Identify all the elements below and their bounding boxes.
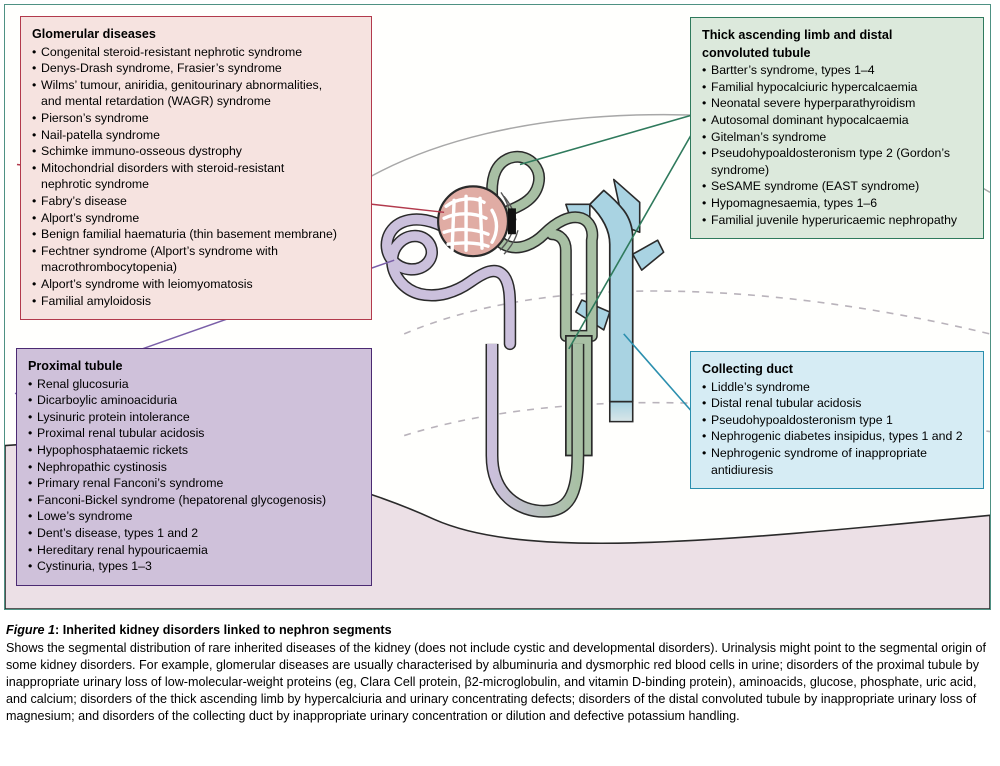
list-item: Hypophosphataemic rickets	[28, 442, 360, 459]
collecting-duct-main	[588, 189, 634, 403]
list-item: Hereditary renal hypouricaemia	[28, 542, 360, 559]
list-item: Pseudohypoaldosteronism type 2 (Gordon’s	[702, 145, 972, 162]
list-item: Proximal renal tubular acidosis	[28, 425, 360, 442]
list-item-continuation: and mental retardation (WAGR) syndrome	[41, 94, 271, 109]
list-item: Liddle’s syndrome	[702, 379, 972, 396]
list-item-continuation: nephrotic syndrome	[41, 177, 149, 192]
list-item: Bartter’s syndrome, types 1–4	[702, 62, 972, 79]
macula-densa-marker	[507, 208, 516, 235]
callout-thick-ascending-limb: Thick ascending limb and distal convolut…	[690, 17, 984, 240]
list-item: Pierson’s syndrome	[32, 110, 360, 127]
list-item: Hypomagnesaemia, types 1–6	[702, 195, 972, 212]
caption-body: Shows the segmental distribution of rare…	[6, 641, 987, 724]
callout-title-thick-line1: Thick ascending limb and distal	[702, 28, 893, 42]
list-item: Familial amyloidosis	[32, 293, 360, 310]
callout-title-collecting: Collecting duct	[702, 362, 793, 376]
list-item-continuation: macrothrombocytopenia)	[41, 260, 178, 275]
callout-collecting-duct: Collecting duct Liddle’s syndrome Distal…	[690, 351, 984, 490]
list-item: Autosomal dominant hypocalcaemia	[702, 112, 972, 129]
list-item-continuation: antidiuresis	[711, 462, 774, 477]
list-item: Denys-Drash syndrome, Frasier’s syndrome	[32, 60, 360, 77]
collecting-connector	[623, 333, 695, 415]
list-item: Nail-patella syndrome	[32, 127, 360, 144]
list-item: Neonatal severe hyperparathyroidism	[702, 95, 972, 112]
loop-of-henle	[485, 343, 585, 518]
list-item: Cystinuria, types 1–3	[28, 558, 360, 575]
figure-caption: Figure 1: Inherited kidney disorders lin…	[6, 622, 991, 726]
callout-list-glomerular: Congenital steroid-resistant nephrotic s…	[32, 44, 360, 310]
list-item: Gitelman’s syndrome	[702, 129, 972, 146]
list-item: Fechtner syndrome (Alport’s syndrome wit…	[32, 243, 360, 260]
list-item: Distal renal tubular acidosis	[702, 395, 972, 412]
caption-title: Inherited kidney disorders linked to nep…	[62, 623, 392, 637]
list-item: Benign familial haematuria (thin basemen…	[32, 226, 360, 243]
loop-of-henle-bend-fill	[487, 343, 583, 517]
list-item: Dicarboylic aminoaciduria	[28, 392, 360, 409]
list-item: Lowe’s syndrome	[28, 508, 360, 525]
callout-list-thick: Bartter’s syndrome, types 1–4 Familial h…	[702, 62, 972, 228]
thick-connector-lower	[568, 130, 695, 350]
thick-connector-upper	[519, 113, 694, 166]
callout-list-proximal: Renal glucosuria Dicarboylic aminoacidur…	[28, 376, 360, 575]
list-item-continuation: syndrome)	[711, 162, 770, 177]
list-item: Nephropathic cystinosis	[28, 459, 360, 476]
list-item: Primary renal Fanconi’s syndrome	[28, 475, 360, 492]
list-item: Nephrogenic diabetes insipidus, types 1 …	[702, 428, 972, 445]
callout-list-collecting: Liddle’s syndrome Distal renal tubular a…	[702, 379, 972, 479]
list-item: Mitochondrial disorders with steroid-res…	[32, 160, 360, 177]
glomerulus	[437, 185, 519, 258]
list-item: Wilms’ tumour, aniridia, genitourinary a…	[32, 77, 360, 94]
caption-colon: :	[55, 623, 63, 637]
callout-title-proximal: Proximal tubule	[28, 359, 123, 373]
list-item: Nephrogenic syndrome of inappropriate	[702, 445, 972, 462]
callout-title-thick-line2: convoluted tubule	[702, 45, 811, 60]
list-item: Fabry’s disease	[32, 193, 360, 210]
list-item: Dent’s disease, types 1 and 2	[28, 525, 360, 542]
glomerulus-capillary-loops	[442, 194, 499, 252]
list-item: Congenital steroid-resistant nephrotic s…	[32, 44, 360, 61]
list-item: Renal glucosuria	[28, 376, 360, 393]
list-item: Schimke immuno-osseous dystrophy	[32, 143, 360, 160]
list-item: Fanconi-Bickel syndrome (hepatorenal gly…	[28, 492, 360, 509]
proximal-tubule-structure	[380, 213, 517, 351]
list-item: SeSAME syndrome (EAST syndrome)	[702, 178, 972, 195]
list-item: Familial hypocalciuric hypercalcaemia	[702, 79, 972, 96]
callout-proximal-tubule: Proximal tubule Renal glucosuria Dicarbo…	[16, 348, 372, 586]
list-item: Pseudohypoaldosteronism type 1	[702, 412, 972, 429]
list-item: Alport’s syndrome with leiomyomatosis	[32, 276, 360, 293]
collecting-duct-terminal	[608, 400, 634, 423]
proximal-tubule-fill	[382, 214, 515, 349]
list-item: Lysinuric protein intolerance	[28, 409, 360, 426]
callout-title-glomerular: Glomerular diseases	[32, 27, 156, 41]
collecting-duct-side-branch-mid	[631, 239, 665, 271]
caption-figure-label: Figure 1	[6, 623, 55, 637]
caption-heading: Figure 1: Inherited kidney disorders lin…	[6, 622, 991, 639]
corticomedullary-dashed-line	[403, 290, 990, 335]
list-item: Familial juvenile hyperuricaemic nephrop…	[702, 212, 972, 229]
callout-glomerular-diseases: Glomerular diseases Congenital steroid-r…	[20, 16, 372, 321]
list-item: Alport’s syndrome	[32, 210, 360, 227]
